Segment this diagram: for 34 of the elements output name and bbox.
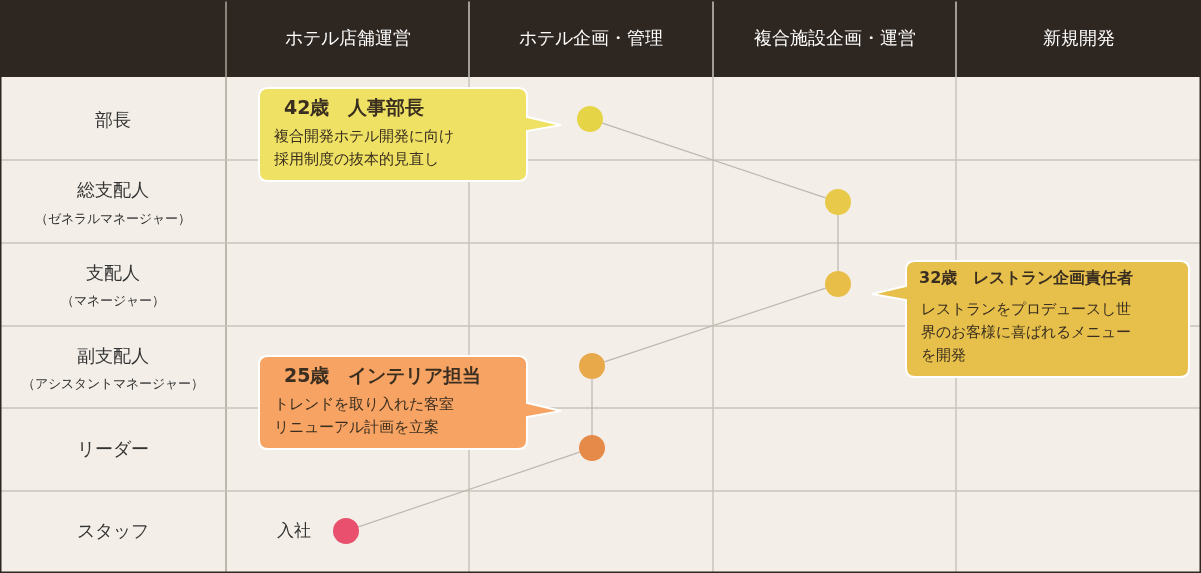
row-header: 副支配人 — [76, 344, 150, 368]
callout-text: 複合開発ホテル開発に向け採用制度の抜本的見直し — [274, 126, 455, 170]
row-header: スタッフ — [76, 519, 150, 543]
callout-text: トレンドを取り入れた客室リニューアル計画を立案 — [274, 394, 455, 438]
callout-text: レストランをプロデュースし世界のお客様に喜ばれるメニューを開発 — [921, 299, 1132, 366]
path-line — [591, 378, 593, 436]
career-dot — [577, 106, 603, 132]
row-header: 支配人 — [85, 261, 141, 285]
row-header: リーダー — [76, 437, 150, 461]
row-header-note: （アシスタントマネージャー） — [21, 375, 205, 393]
callout-title: 42歳 人事部長 — [284, 95, 425, 120]
column-header: ホテル店舗運営 — [283, 26, 412, 50]
career-dot — [579, 435, 605, 461]
path-line — [603, 287, 827, 363]
career-dot — [333, 518, 359, 544]
callout-bubble — [871, 260, 1190, 378]
callout-title: 32歳 レストラン企画責任者 — [919, 268, 1134, 289]
career-dot — [825, 189, 851, 215]
row-header: 部長 — [94, 108, 132, 132]
row-header-note: （マネージャー） — [60, 292, 166, 310]
column-header: 複合施設企画・運営 — [752, 26, 917, 50]
career-dot — [825, 271, 851, 297]
career-dot — [579, 353, 605, 379]
column-header: ホテル企画・管理 — [518, 26, 664, 50]
column-header: 新規開発 — [1041, 26, 1116, 50]
callout-title: 25歳 インテリア担当 — [284, 363, 482, 388]
path-line — [601, 122, 827, 199]
path-line — [837, 214, 839, 272]
row-header: 総支配人 — [76, 178, 150, 202]
callout-bubble — [258, 355, 562, 450]
row-header-note: （ゼネラルマネージャー） — [34, 210, 192, 228]
path-line — [357, 451, 581, 528]
step-label: 入社 — [277, 519, 311, 542]
callout-bubble — [258, 87, 562, 182]
